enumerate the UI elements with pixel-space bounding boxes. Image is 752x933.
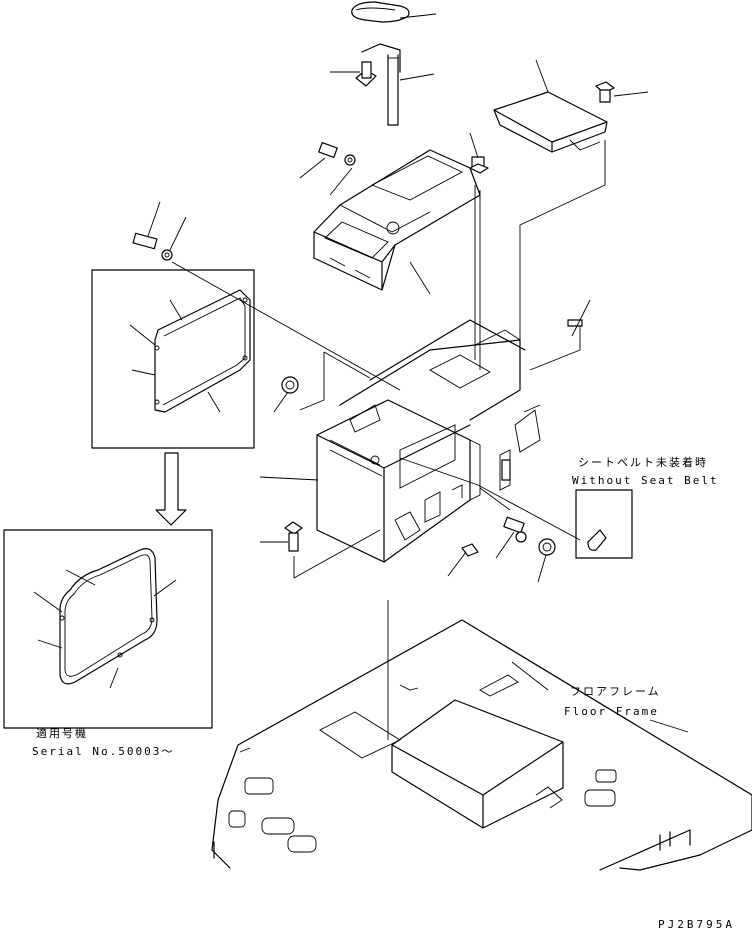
serial-label-jp: 適用号機: [36, 726, 88, 740]
seat-belt-label-jp: シートベルト未装着時: [578, 455, 708, 469]
drawing-code: PJ2B795A: [658, 918, 735, 931]
seat-belt-label-en: Without Seat Belt: [572, 474, 719, 487]
leader-lines: [33, 13, 689, 740]
lever-knob: [351, 1, 410, 126]
floor-frame: [211, 619, 752, 871]
control-box: [313, 149, 481, 291]
cover-plate: [493, 91, 608, 153]
arrow-down: [155, 452, 187, 526]
floor-frame-label-jp: フロアフレーム: [570, 685, 661, 698]
detail-box-alt-panel: [3, 529, 213, 729]
serial-label-en: Serial No.50003～: [32, 745, 174, 758]
seat-belt-box: [575, 489, 633, 559]
detail-box-panel: [91, 269, 255, 449]
fasteners: [132, 61, 615, 557]
floor-frame-label-en: Floor Frame: [564, 705, 659, 718]
console-base: [316, 319, 541, 563]
